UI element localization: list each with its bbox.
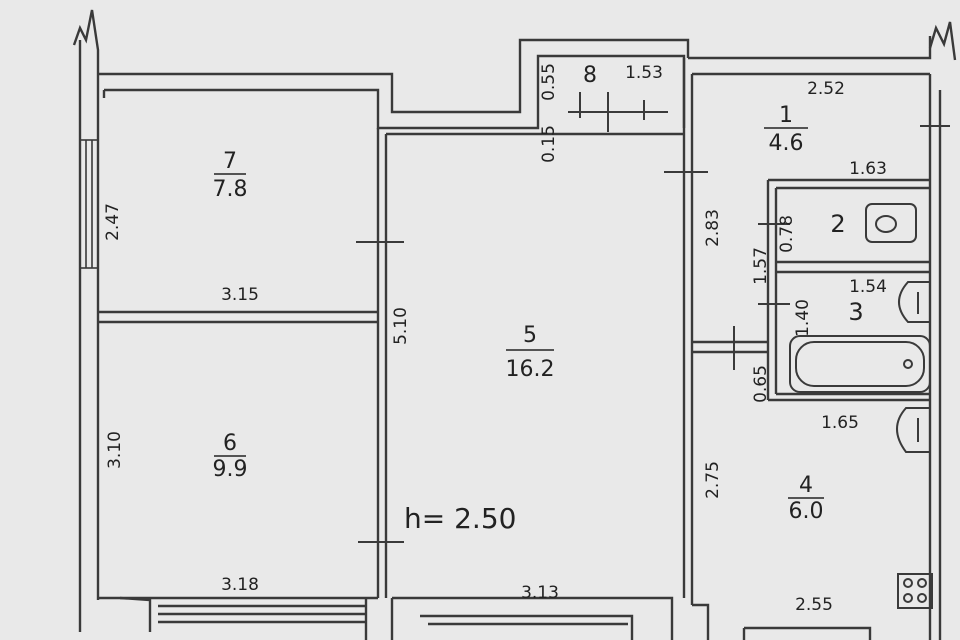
room5-area: 16.2 — [506, 357, 555, 382]
kitchen-sink-icon — [896, 407, 930, 453]
dim-room5-width: 3.13 — [521, 583, 559, 603]
room7-area: 7.8 — [213, 177, 248, 202]
dim-room8-width: 1.53 — [625, 63, 663, 83]
sanitary-block-walls — [768, 178, 930, 190]
room5-number: 5 — [523, 323, 537, 348]
room6-area: 9.9 — [213, 457, 248, 482]
dim-room5-height: 5.10 — [391, 307, 411, 345]
bathtub-icon — [789, 335, 931, 393]
room8-number: 8 — [583, 63, 597, 88]
dim-room2-height: 0.78 — [777, 215, 797, 253]
washbasin-icon — [898, 281, 930, 323]
room1-number: 1 — [779, 103, 793, 128]
toilet-icon — [865, 203, 917, 243]
dim-room1-height: 2.83 — [703, 209, 723, 247]
dim-room6-height: 3.10 — [105, 431, 125, 469]
ceiling-height-label: h= 2.50 — [404, 502, 516, 535]
right-block-top-wall — [688, 36, 932, 76]
room6-number: 6 — [223, 431, 237, 456]
room7-number: 7 — [223, 149, 237, 174]
dim-room7-height: 2.47 — [103, 203, 123, 241]
stove-icon — [897, 573, 933, 609]
dim-room7-width: 3.15 — [221, 285, 259, 305]
dim-room3-width: 1.54 — [849, 277, 887, 297]
break-symbol-left — [72, 9, 100, 98]
room4-number: 4 — [799, 473, 813, 498]
room1-area: 4.6 — [769, 131, 804, 156]
window-left — [79, 139, 99, 269]
room3-number: 3 — [848, 298, 863, 326]
room7-top-wall — [98, 38, 690, 114]
dim-bath-height: 1.57 — [751, 247, 771, 285]
door-marks — [356, 92, 950, 543]
break-symbol-right — [928, 21, 957, 61]
dim-room3-height: 1.40 — [793, 299, 813, 337]
dim-room4-height: 2.75 — [703, 461, 723, 499]
dim-room2-width: 1.63 — [849, 159, 887, 179]
dim-room8-wall: 0.15 — [539, 125, 559, 163]
room4-area: 6.0 — [789, 499, 824, 524]
dim-room4-width: 2.55 — [795, 595, 833, 615]
dim-room4-top-width: 1.65 — [821, 413, 859, 433]
dim-room8-height: 0.55 — [539, 63, 559, 101]
dim-room1-width: 2.52 — [807, 79, 845, 99]
walls — [72, 9, 957, 640]
dim-room3-offset: 0.65 — [751, 365, 771, 403]
room2-number: 2 — [830, 210, 845, 238]
dim-room6-width: 3.18 — [221, 575, 259, 595]
